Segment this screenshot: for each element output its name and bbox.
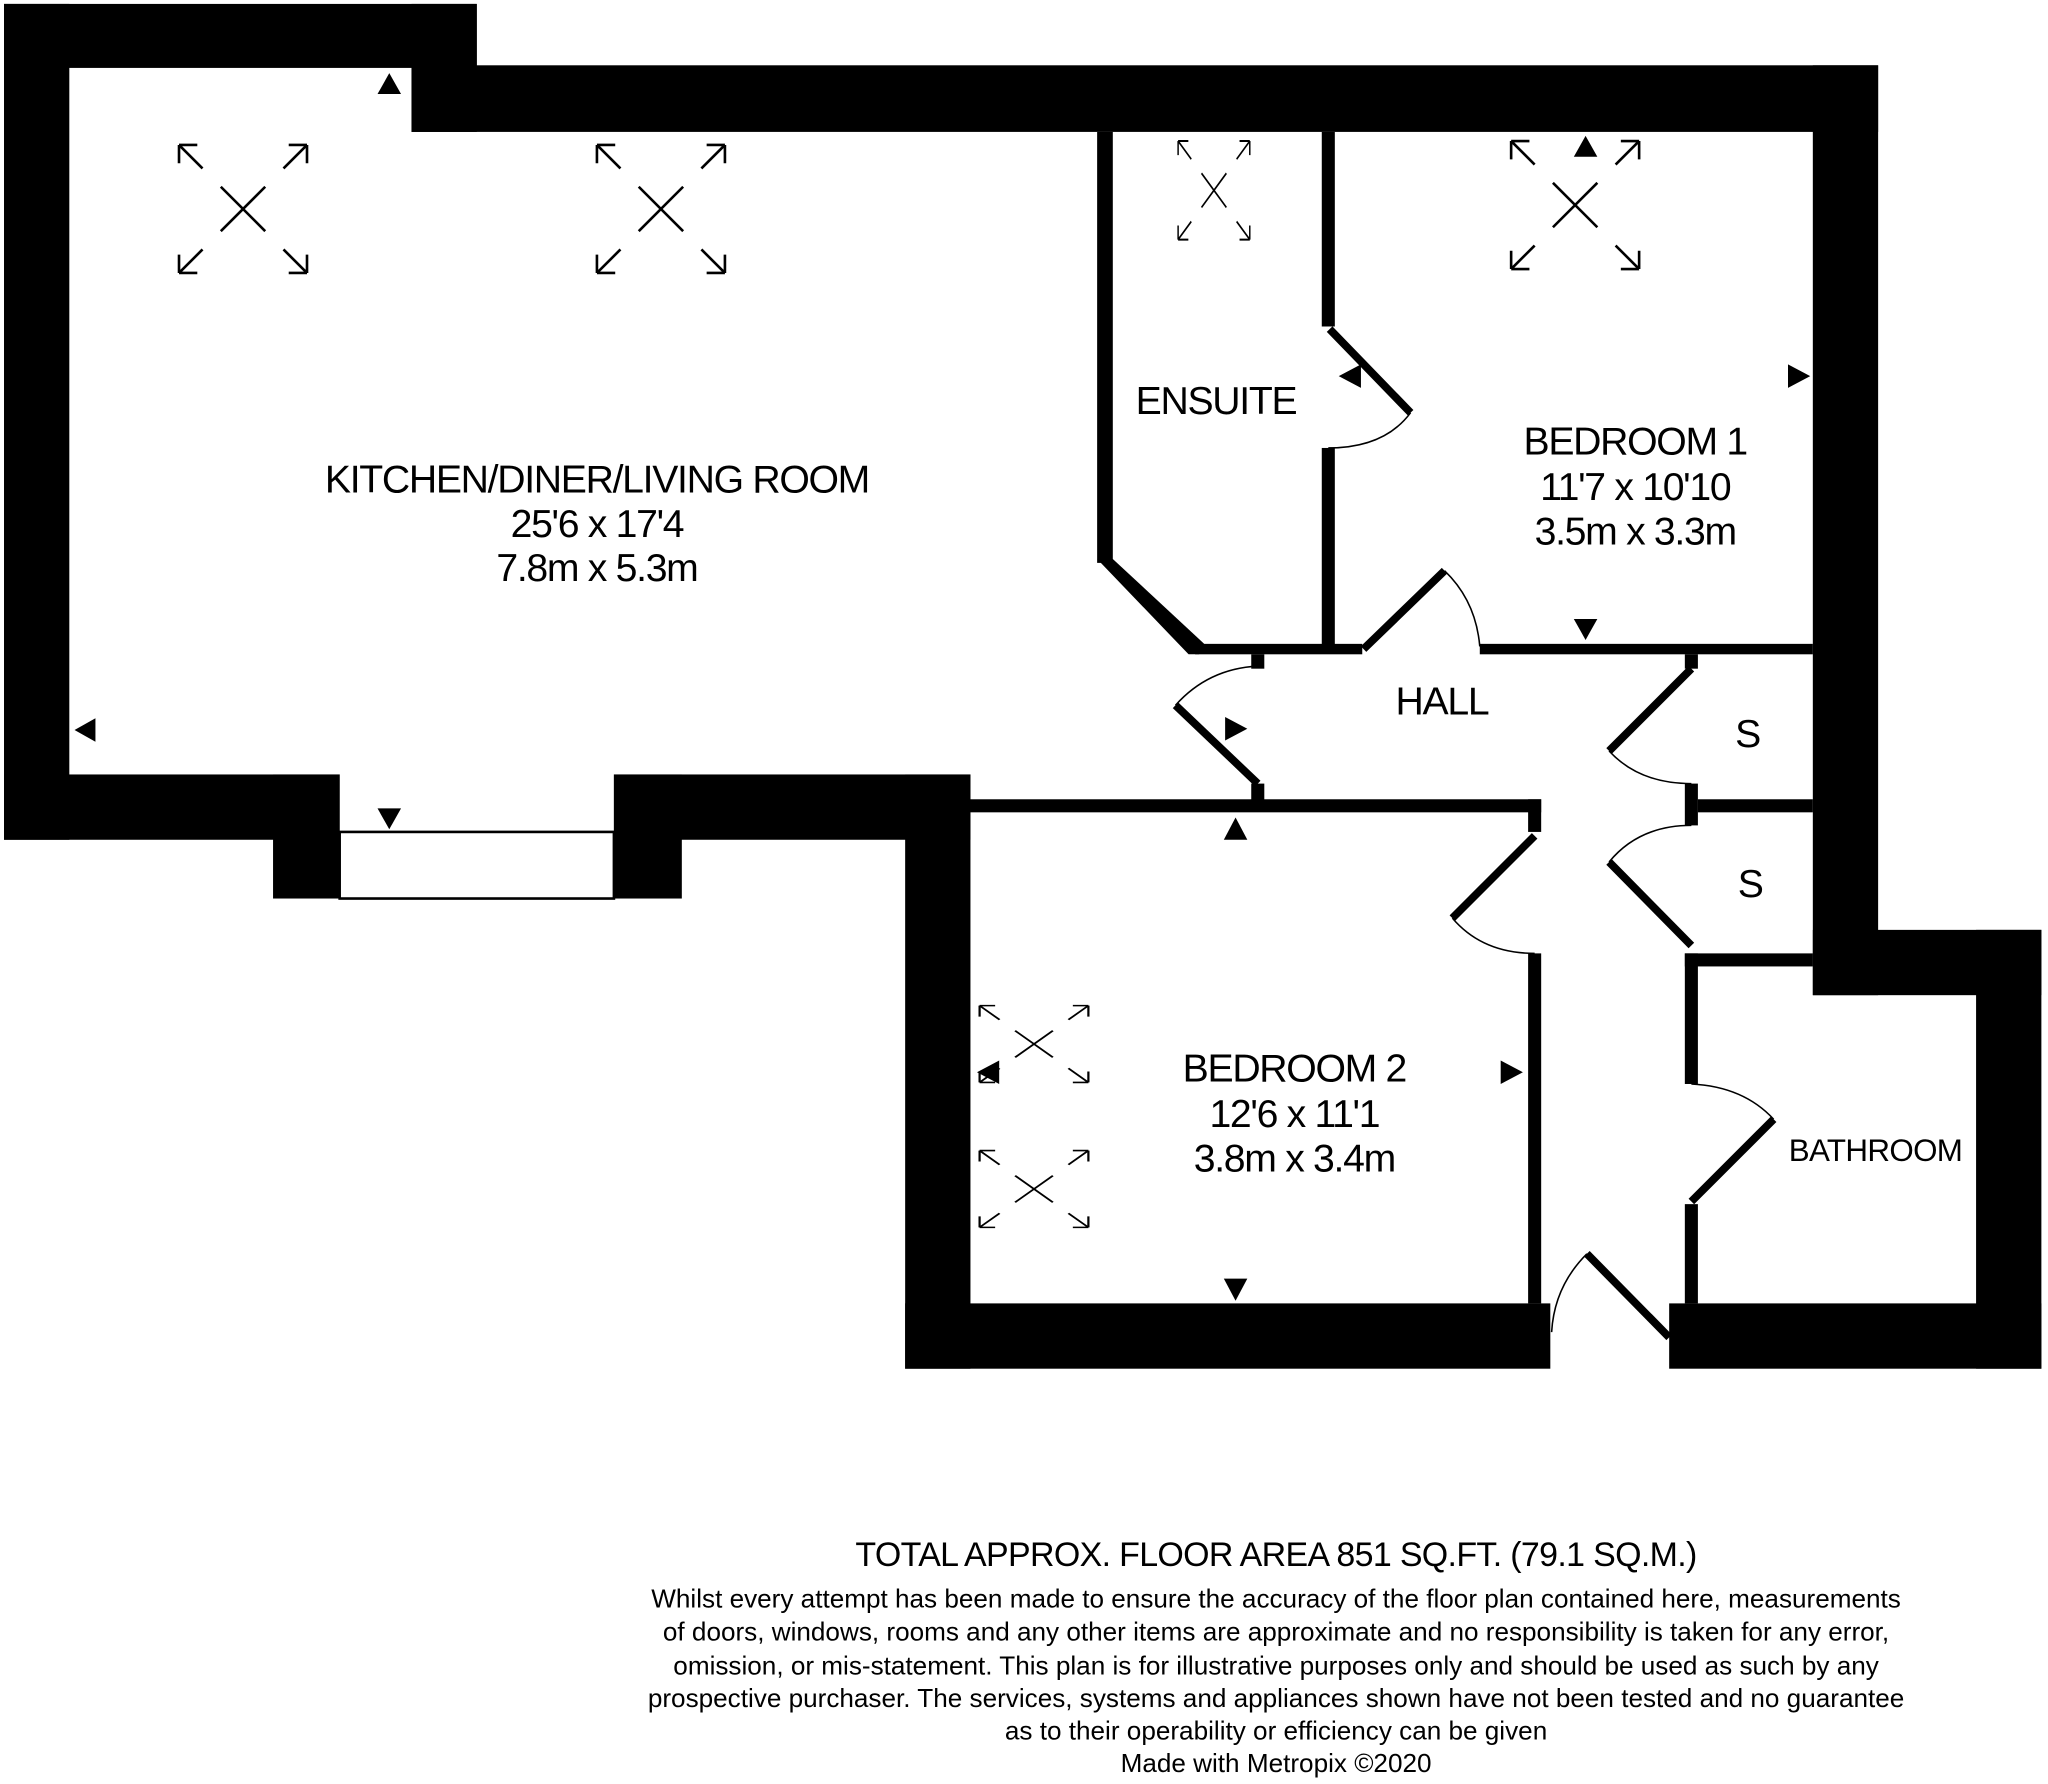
footer: TOTAL APPROX. FLOOR AREA 851 SQ.FT. (79.… [648,1536,1904,1778]
bedroom2-imperial: 12'6 x 11'1 [1209,1093,1379,1136]
store2-name: S [1738,863,1763,906]
doors [1172,326,1777,1341]
store1-name: S [1735,713,1760,756]
bathroom-name: BATHROOM [1789,1133,1962,1168]
room-labels: KITCHEN/DINER/LIVING ROOM 25'6 x 17'4 7.… [325,380,1963,1180]
disclaimer-line: Whilst every attempt has been made to en… [651,1584,1901,1614]
direction-arrows [74,73,1811,1301]
bedroom1-metric: 3.5m x 3.3m [1535,511,1736,554]
bedroom1-imperial: 11'7 x 10'10 [1540,466,1731,509]
hall-name: HALL [1396,680,1489,723]
total-area: TOTAL APPROX. FLOOR AREA 851 SQ.FT. (79.… [855,1536,1696,1574]
bedroom1-name: BEDROOM 1 [1524,420,1747,463]
walls [4,3,2042,1369]
ensuite-name: ENSUITE [1136,380,1297,423]
kitchen-metric: 7.8m x 5.3m [496,547,697,590]
disclaimer-line: omission, or mis-statement. This plan is… [673,1650,1879,1680]
kitchen-imperial: 25'6 x 17'4 [511,503,684,546]
kitchen-name: KITCHEN/DINER/LIVING ROOM [325,458,869,501]
disclaimer-line: of doors, windows, rooms and any other i… [663,1616,1889,1646]
bedroom2-name: BEDROOM 2 [1183,1047,1406,1090]
disclaimer-line: as to their operability or efficiency ca… [1005,1716,1547,1746]
bedroom2-metric: 3.8m x 3.4m [1194,1137,1395,1180]
disclaimer-line: prospective purchaser. The services, sys… [648,1683,1904,1713]
credit: Made with Metropix ©2020 [1121,1748,1432,1778]
